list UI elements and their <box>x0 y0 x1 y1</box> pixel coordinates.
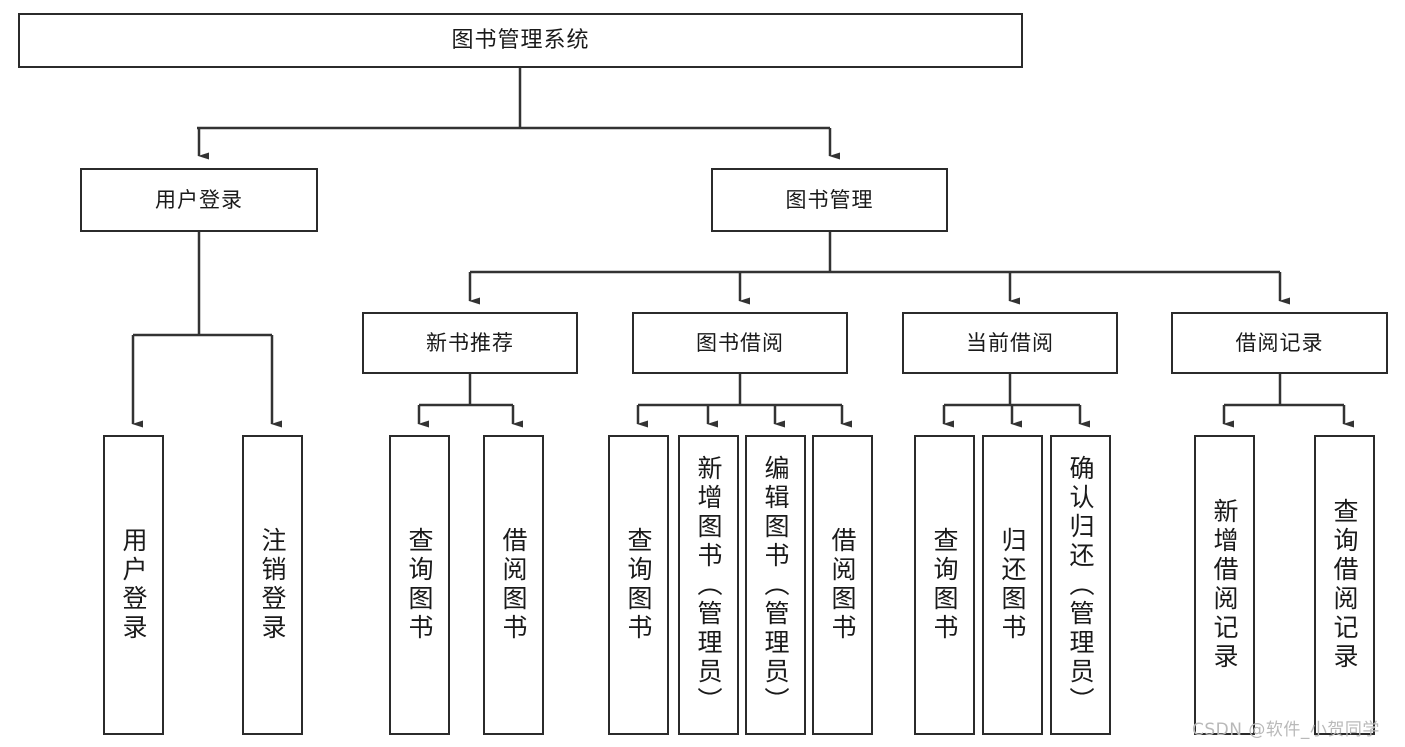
leaf-add-borrow-record[interactable]: 新增借阅记录 <box>1194 435 1255 735</box>
node-book-borrowing[interactable]: 图书借阅 <box>632 312 848 374</box>
leaf-borrow-books-newbook[interactable]: 借阅图书 <box>483 435 544 735</box>
leaf-add-book-admin[interactable]: 新增图书（管理员） <box>678 435 739 735</box>
connectors-borrow-to-leaves <box>636 374 852 428</box>
leaf-user-login[interactable]: 用户登录 <box>103 435 164 735</box>
node-label: 当前借阅 <box>966 330 1054 355</box>
node-label: 借阅图书 <box>828 527 857 643</box>
node-label: 图书管理系统 <box>451 27 590 53</box>
node-label: 新书推荐 <box>426 330 514 355</box>
leaf-confirm-return-admin[interactable]: 确认归还（管理员） <box>1050 435 1111 735</box>
leaf-return-books[interactable]: 归还图书 <box>982 435 1043 735</box>
node-label: 图书管理 <box>785 187 874 212</box>
node-label: 新增图书（管理员） <box>694 454 723 716</box>
leaf-logout[interactable]: 注销登录 <box>242 435 303 735</box>
node-label: 用户登录 <box>155 187 243 212</box>
leaf-query-books-borrow[interactable]: 查询图书 <box>608 435 669 735</box>
leaf-borrow-books[interactable]: 借阅图书 <box>812 435 873 735</box>
node-borrowing-records[interactable]: 借阅记录 <box>1171 312 1388 374</box>
node-label: 用户登录 <box>119 527 148 643</box>
node-label: 注销登录 <box>258 527 287 643</box>
connectors-current-to-leaves <box>942 374 1090 428</box>
node-label: 查询图书 <box>624 527 653 643</box>
leaf-query-books-newbook[interactable]: 查询图书 <box>389 435 450 735</box>
node-book-management[interactable]: 图书管理 <box>711 168 948 232</box>
leaf-edit-book-admin[interactable]: 编辑图书（管理员） <box>745 435 806 735</box>
node-current-borrowing[interactable]: 当前借阅 <box>902 312 1118 374</box>
connectors-newbook-to-leaves <box>417 374 523 428</box>
connectors-userlogin-to-leaves <box>131 232 282 428</box>
node-label: 归还图书 <box>998 527 1027 643</box>
node-label: 确认归还（管理员） <box>1066 454 1095 716</box>
leaf-query-borrow-record[interactable]: 查询借阅记录 <box>1314 435 1375 735</box>
node-label: 借阅记录 <box>1235 330 1324 355</box>
node-label: 查询图书 <box>930 527 959 643</box>
node-new-book-recommendation[interactable]: 新书推荐 <box>362 312 578 374</box>
node-label: 编辑图书（管理员） <box>761 454 790 716</box>
node-label: 图书借阅 <box>696 330 784 355</box>
node-label: 借阅图书 <box>499 527 528 643</box>
node-label: 新增借阅记录 <box>1210 498 1239 672</box>
node-label: 查询图书 <box>405 527 434 643</box>
leaf-query-books-current[interactable]: 查询图书 <box>914 435 975 735</box>
connectors-records-to-leaves <box>1222 374 1354 428</box>
connectors-bookmgmt-to-level3 <box>468 232 1290 305</box>
node-user-login[interactable]: 用户登录 <box>80 168 318 232</box>
node-label: 查询借阅记录 <box>1330 498 1359 672</box>
connectors-root-to-level2 <box>197 68 840 160</box>
node-root-book-management-system[interactable]: 图书管理系统 <box>18 13 1023 68</box>
